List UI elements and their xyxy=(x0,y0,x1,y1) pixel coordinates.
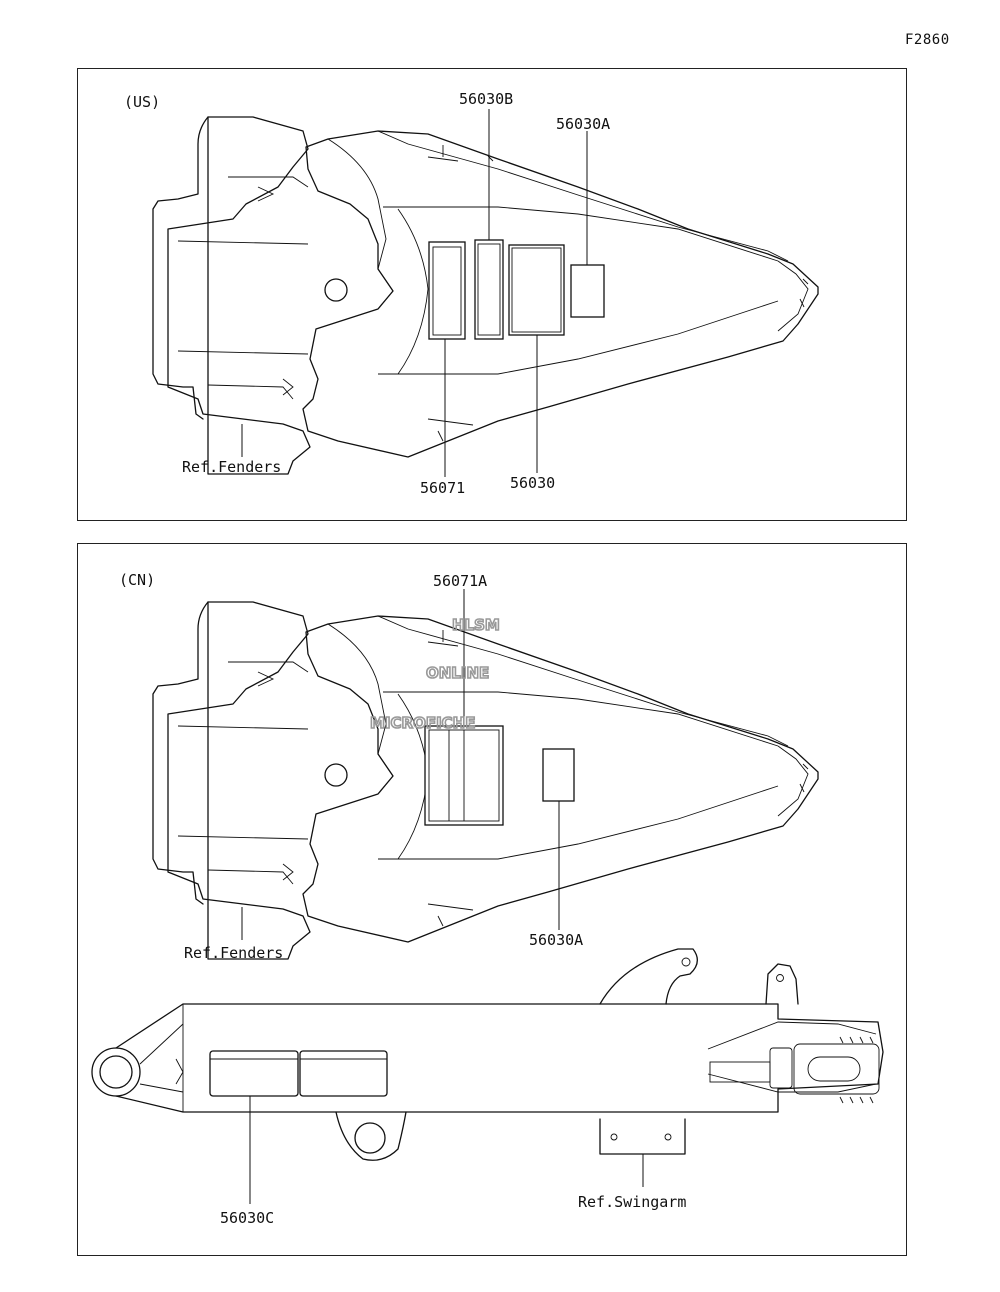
panel-cn: HLSM ONLINE MICROFICHE (CN) 56071A 56030… xyxy=(77,543,907,1256)
cn-ref-swingarm: Ref.Swingarm xyxy=(578,1193,686,1211)
us-fender-drawing: (US) 56030B 56030A 56071 56030 Ref.Fende… xyxy=(124,90,819,497)
us-tag: (US) xyxy=(124,93,160,111)
cn-callout-56030C: 56030C xyxy=(220,1209,274,1227)
us-fender-bolt-hole xyxy=(324,278,348,302)
cn-ref-fenders: Ref.Fenders xyxy=(184,944,283,962)
us-callout-56071: 56071 xyxy=(420,479,465,497)
cn-fender-bolt-hole xyxy=(324,763,348,787)
cn-label-56030A xyxy=(542,748,575,802)
watermark-line1: HLSM xyxy=(452,616,500,634)
figure-code: F2860 xyxy=(905,32,950,48)
us-label-56030B xyxy=(474,239,504,340)
us-label-56030 xyxy=(508,244,565,336)
swingarm-pivot-inner xyxy=(99,1055,133,1089)
watermark-line3: MICROFICHE xyxy=(370,714,475,732)
swingarm-pivot-outer xyxy=(91,1047,141,1097)
watermark: HLSM ONLINE MICROFICHE xyxy=(369,615,500,733)
us-callout-56030A: 56030A xyxy=(556,115,610,133)
us-fender-outer-left xyxy=(152,116,209,420)
us-label-56071 xyxy=(428,241,466,340)
cn-tag: (CN) xyxy=(119,571,155,589)
us-fender-body xyxy=(302,130,819,458)
us-ref-fenders: Ref.Fenders xyxy=(182,458,281,476)
cn-drawing: HLSM ONLINE MICROFICHE (CN) 56071A 56030… xyxy=(91,571,884,1227)
cn-fender-bracket xyxy=(167,601,311,960)
cn-fender-body xyxy=(302,615,819,943)
cn-callout-56071A: 56071A xyxy=(433,572,487,590)
cn-label-56030C-a xyxy=(209,1050,299,1097)
watermark-line2: ONLINE xyxy=(426,664,489,682)
us-callout-56030: 56030 xyxy=(510,474,555,492)
us-label-56030A xyxy=(570,264,605,318)
panel-us: (US) 56030B 56030A 56071 56030 Ref.Fende… xyxy=(77,68,907,521)
cn-fender-drawing xyxy=(152,601,819,960)
cn-label-56030C-b xyxy=(299,1050,388,1097)
us-fender-bracket xyxy=(167,116,311,475)
cn-callout-56030A: 56030A xyxy=(529,931,583,949)
cn-swingarm-drawing xyxy=(91,948,884,1161)
us-callout-56030B: 56030B xyxy=(459,90,513,108)
